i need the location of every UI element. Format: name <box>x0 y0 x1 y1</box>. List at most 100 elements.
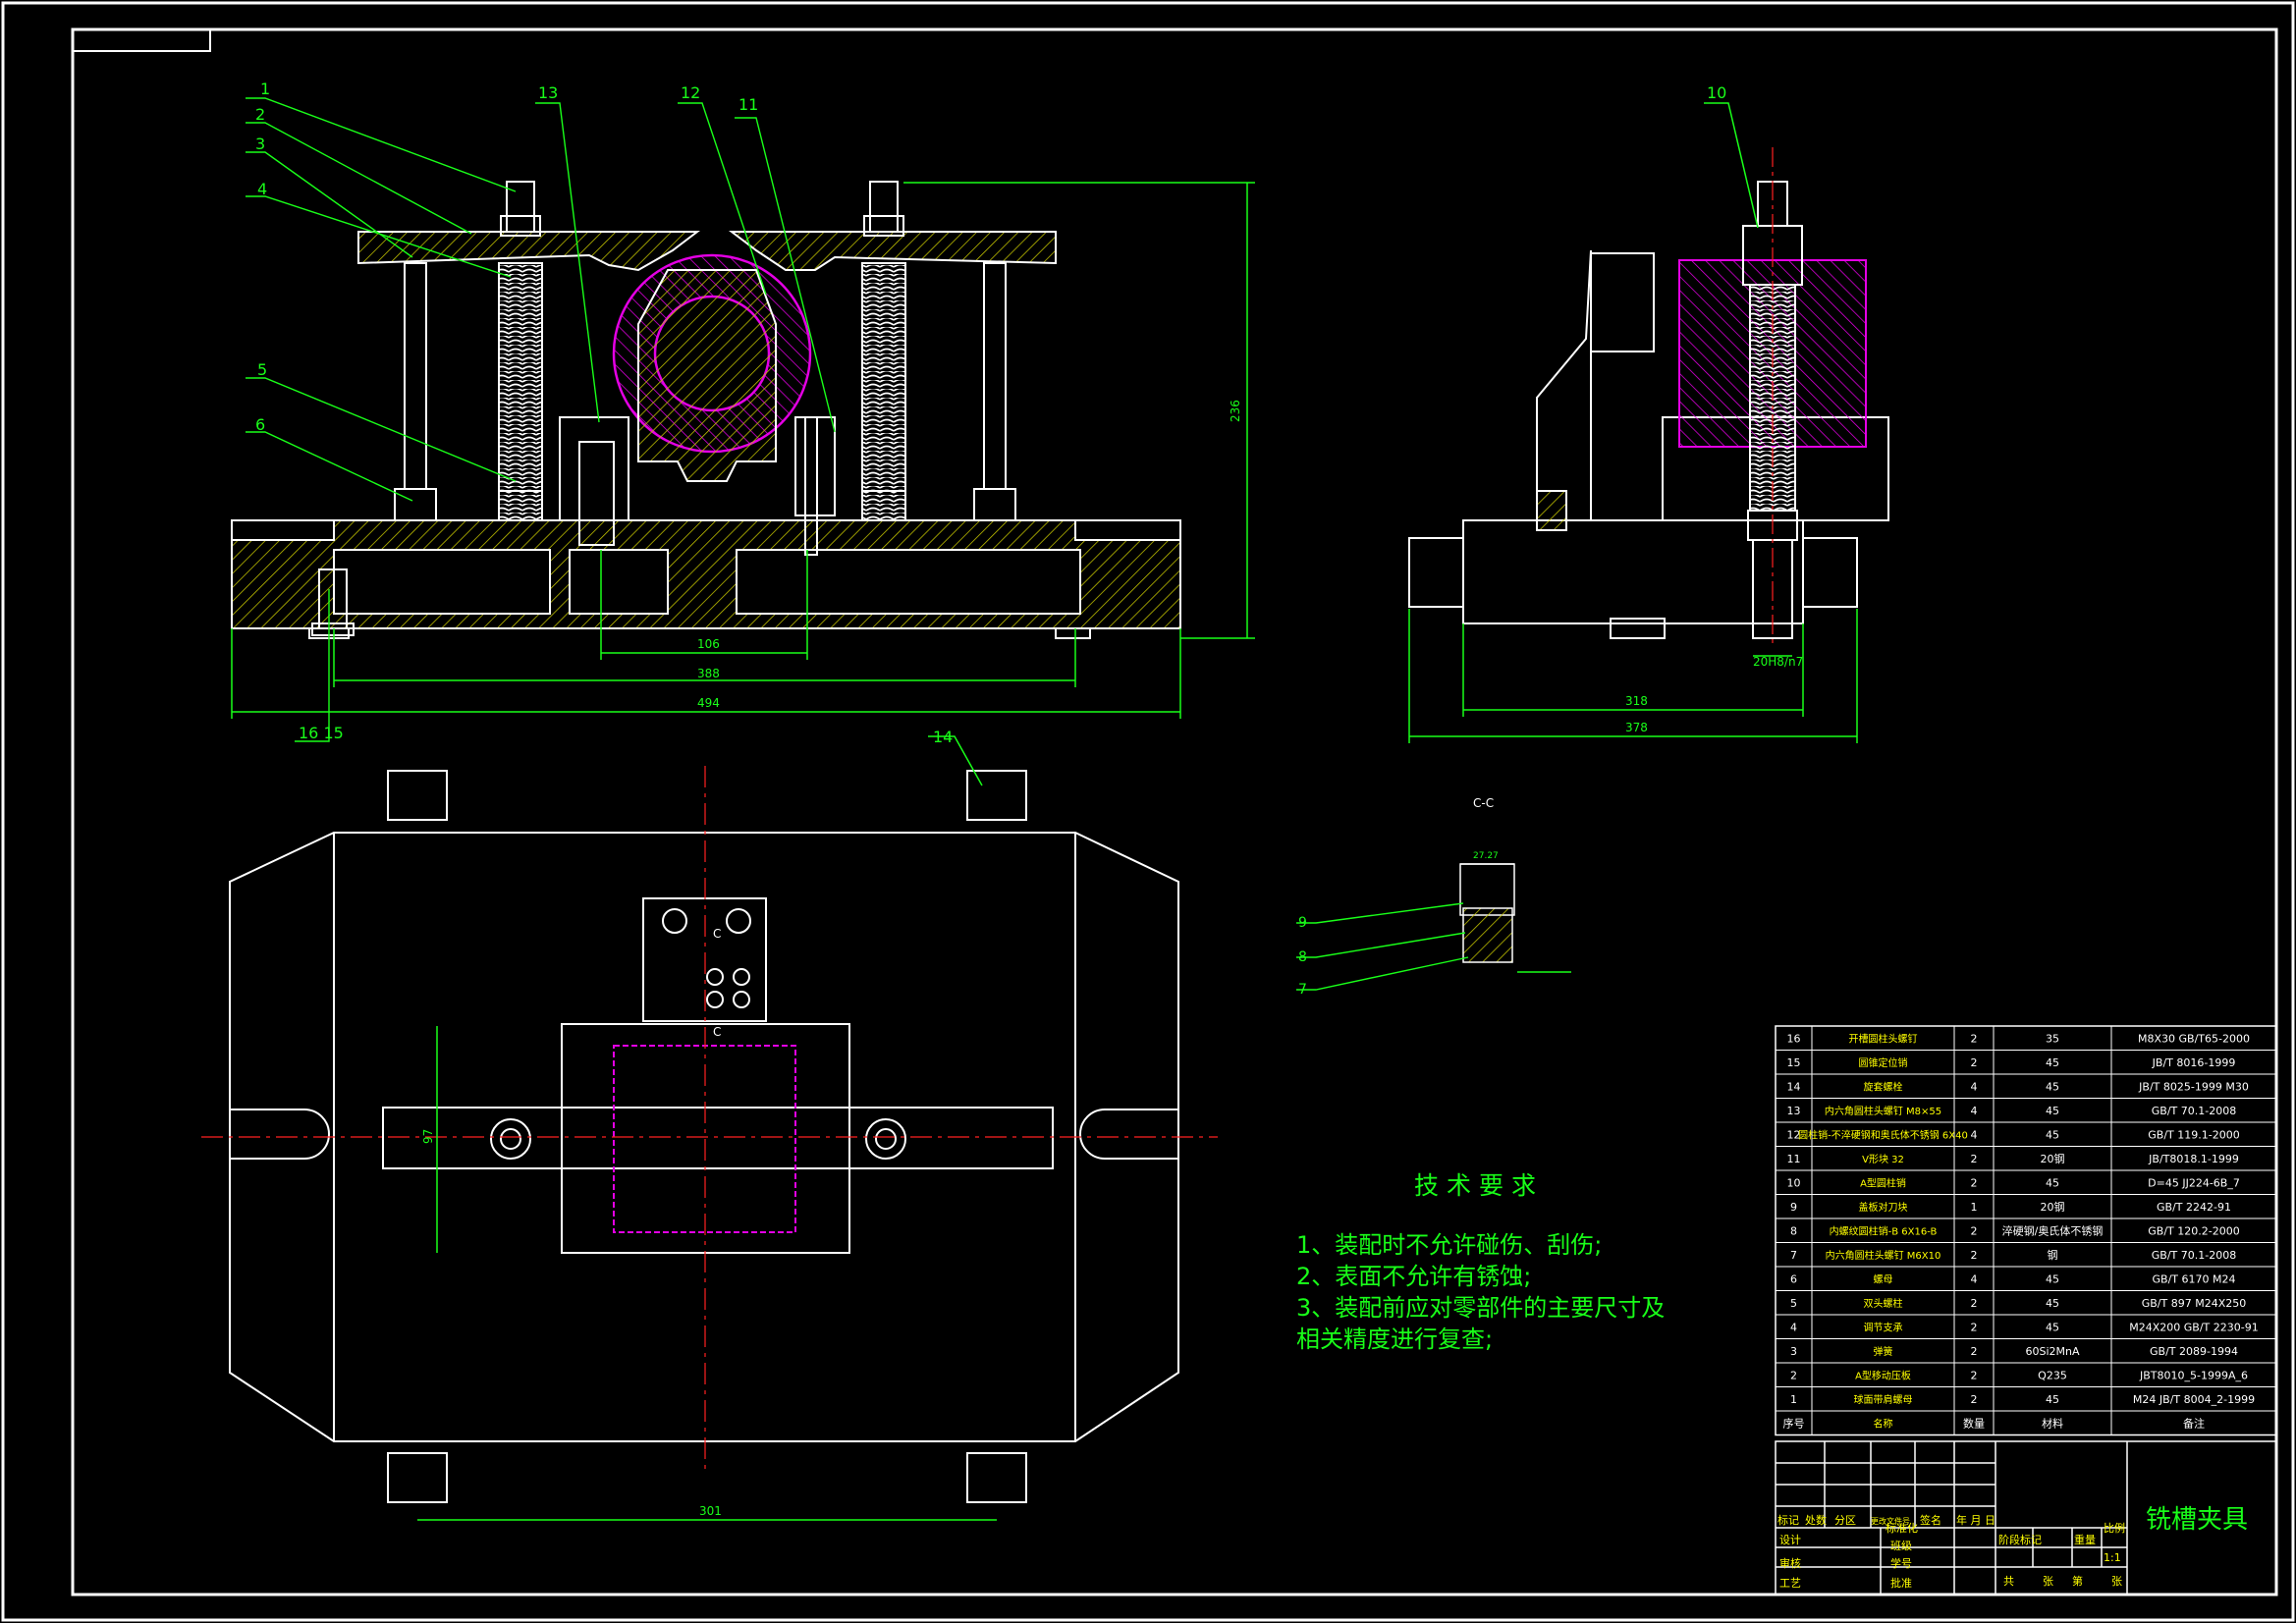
bom-cell: 4 <box>1790 1322 1797 1334</box>
balloon-10: 10 <box>1707 83 1726 102</box>
bom-cell: GB/T 119.1-2000 <box>2148 1129 2239 1142</box>
bom-cell: M8X30 GB/T65-2000 <box>2138 1033 2250 1046</box>
tb-design: 设计 <box>1779 1534 1801 1546</box>
bom-cell: 60Si2MnA <box>2025 1345 2079 1358</box>
bom-cell: 4 <box>1971 1081 1978 1094</box>
section-cc <box>1459 863 1515 963</box>
requirement-1: 1、装配时不允许碰伤、刮伤; <box>1296 1231 1603 1259</box>
bom-cell: 2 <box>1971 1345 1978 1358</box>
corner-tag <box>72 28 211 52</box>
front-balloons: 1 2 3 4 5 6 13 12 11 16 15 <box>255 80 758 742</box>
tb-zone: 分区 <box>1834 1514 1856 1527</box>
dim-301: 301 <box>699 1504 722 1518</box>
bom-header-cell: 备注 <box>2183 1417 2205 1431</box>
bom-cell: 开槽圆柱头螺钉 <box>1849 1033 1918 1046</box>
bom-cell: 弹簧 <box>1874 1345 1893 1358</box>
bom-cell: JB/T8018.1-1999 <box>2148 1153 2239 1165</box>
bom-cell: 2 <box>1971 1153 1978 1165</box>
bom-cell: 2 <box>1790 1370 1797 1382</box>
bom-cell: 20钢 <box>2041 1201 2065 1214</box>
drawing-title: 铣槽夹具 <box>2146 1505 2248 1535</box>
bom-cell: 4 <box>1971 1273 1978 1286</box>
bom-cell: 10 <box>1787 1177 1801 1190</box>
tb-count: 处数 <box>1805 1514 1827 1527</box>
inner-frame <box>71 27 2278 1596</box>
bom-cell: 45 <box>2046 1105 2059 1117</box>
section-cc-title: C-C <box>1473 796 1494 810</box>
bom-cell: GB/T 70.1-2008 <box>2152 1105 2236 1117</box>
balloon-2: 2 <box>255 105 265 124</box>
bom-cell: M24 JB/T 8004_2-1999 <box>2133 1393 2255 1406</box>
section-marks: C C <box>713 927 721 1039</box>
bom-cell: 1 <box>1971 1201 1978 1214</box>
tb-weight: 重量 <box>2074 1533 2096 1546</box>
bom-header-cell: 序号 <box>1783 1417 1805 1431</box>
balloon-5: 5 <box>257 360 267 379</box>
section-cc-width: 27.27 <box>1473 851 1499 861</box>
bom-cell: A型移动压板 <box>1855 1370 1911 1382</box>
balloon-8: 8 <box>1298 949 1307 965</box>
tb-sheet-unit: 张 <box>2111 1575 2122 1588</box>
bom-cell: 2 <box>1971 1322 1978 1334</box>
bom-cell: 45 <box>2046 1177 2059 1190</box>
tb-class: 班级 <box>1890 1540 1912 1552</box>
balloon-14: 14 <box>933 728 953 746</box>
bom-cell: 2 <box>1971 1056 1978 1069</box>
tb-stage: 阶段标记 <box>1998 1533 2042 1546</box>
balloon-7: 7 <box>1298 982 1307 998</box>
title-block-text: 标记 处数 分区 更改文件号 签名 年 月 日 设计 标准化 班级 审核 学号 … <box>1777 1513 2125 1590</box>
balloon-11: 11 <box>738 95 758 114</box>
bom-cell: 内六角圆柱头螺钉 M8×55 <box>1825 1105 1941 1117</box>
dim-388: 388 <box>697 667 720 680</box>
bom-cell: JB/T 8025-1999 M30 <box>2138 1081 2249 1094</box>
section-cc-leaders <box>1296 902 1571 991</box>
bom-cell: 20钢 <box>2041 1153 2065 1165</box>
tb-scale-value: 1:1 <box>2104 1551 2121 1564</box>
tb-scale: 比例 <box>2104 1521 2125 1535</box>
balloon-4: 4 <box>257 180 267 198</box>
bom-cell: V形块 32 <box>1862 1154 1904 1165</box>
bom-cell: 45 <box>2046 1056 2059 1069</box>
bom-cell: 圆锥定位销 <box>1859 1056 1908 1069</box>
bom-cell: 螺母 <box>1874 1274 1893 1286</box>
bom-cell: 4 <box>1971 1129 1978 1142</box>
bom-cell: 调节支承 <box>1864 1323 1903 1334</box>
balloon-13: 13 <box>538 83 558 102</box>
bom-header-cell: 数量 <box>1963 1418 1985 1431</box>
top-labels: 301 97 14 <box>421 728 953 1518</box>
requirement-4: 相关精度进行复查; <box>1296 1325 1494 1353</box>
bom-cell: 35 <box>2046 1033 2059 1046</box>
tb-total: 共 <box>2003 1575 2014 1588</box>
bom-cell: 双头螺柱 <box>1864 1297 1903 1310</box>
bom-cell: 5 <box>1790 1297 1797 1310</box>
tb-check: 审核 <box>1779 1556 1801 1570</box>
dim-318: 318 <box>1625 694 1648 708</box>
bom-cell: 内六角圆柱头螺钉 M6X10 <box>1826 1249 1941 1262</box>
bom-cell: 2 <box>1971 1393 1978 1406</box>
requirement-3: 3、装配前应对零部件的主要尺寸及 <box>1296 1294 1666 1322</box>
bom-cell: Q235 <box>2038 1370 2067 1382</box>
bom-cell: 11 <box>1787 1153 1801 1165</box>
bom-cell: 2 <box>1971 1249 1978 1262</box>
tb-sign: 签名 <box>1920 1513 1941 1527</box>
bom-cell: GB/T 120.2-2000 <box>2148 1225 2239 1238</box>
tb-sheets: 张 <box>2043 1575 2053 1588</box>
bom-cell: GB/T 897 M24X250 <box>2142 1297 2247 1310</box>
side-dimensions <box>1408 102 1858 743</box>
bom-cell: 内螺纹圆柱销-B 6X16-B <box>1830 1225 1938 1238</box>
section-mark-c-bottom: C <box>713 1025 721 1039</box>
bom-cell: 45 <box>2046 1393 2059 1406</box>
balloon-12: 12 <box>681 83 700 102</box>
requirements-title: 技术要求 <box>1414 1171 1545 1200</box>
bom-cell: 钢 <box>2048 1249 2058 1262</box>
tb-sheet-no: 第 <box>2072 1574 2083 1588</box>
tb-approve: 批准 <box>1890 1576 1912 1590</box>
bom-cell: 淬硬钢/奥氏体不锈钢 <box>2002 1224 2104 1238</box>
bom-header-cell: 名称 <box>1874 1418 1893 1431</box>
tb-date: 年 月 日 <box>1956 1513 1995 1527</box>
tb-student-no: 学号 <box>1890 1556 1912 1570</box>
bom-cell: 2 <box>1971 1297 1978 1310</box>
